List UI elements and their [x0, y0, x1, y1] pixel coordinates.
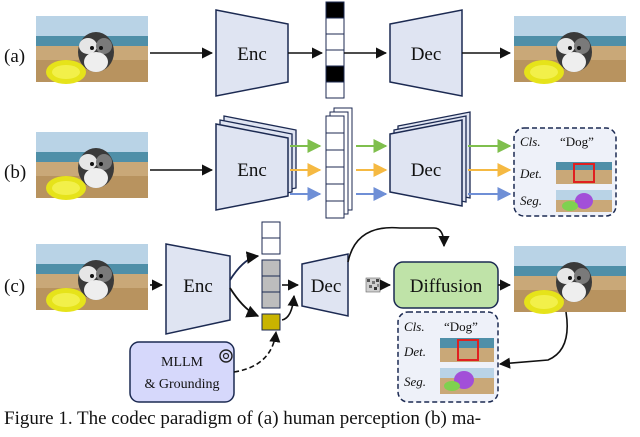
openai-icon [219, 349, 233, 363]
decoder-label-b: Dec [411, 160, 442, 181]
task-dog-label-b: “Dog” [560, 134, 594, 149]
grounding-label: & Grounding [144, 377, 219, 392]
figure-caption: Figure 1. The codec paradigm of (a) huma… [4, 408, 482, 429]
row-b [36, 107, 617, 219]
arrow-c-enc-up [229, 251, 260, 281]
row-a [36, 1, 626, 99]
task-cls-label-c: Cls. [404, 319, 425, 334]
task-seg-label-c: Seg. [404, 374, 426, 389]
output-image-c [514, 246, 626, 314]
noise-icon [365, 277, 381, 293]
task-dog-label-c: “Dog” [444, 319, 478, 334]
encoder-label-b: Enc [237, 160, 267, 181]
output-image-a [514, 16, 626, 84]
encoder-label-a: Enc [237, 44, 267, 65]
encoder-c [165, 243, 231, 335]
row-label-b: (b) [4, 162, 26, 183]
task-det-label-c: Det. [403, 344, 426, 359]
decoder-label-c: Dec [311, 276, 342, 297]
input-image-c [36, 244, 148, 312]
task-seg-label-b: Seg. [520, 193, 542, 208]
arrow-c-yellow [281, 294, 299, 321]
det-box-c [457, 339, 479, 361]
decoder-label-a: Dec [411, 44, 442, 65]
task-cls-label-b: Cls. [520, 134, 541, 149]
decoder-b [389, 111, 471, 207]
task-panel-b [513, 127, 617, 217]
det-box-b [573, 163, 595, 183]
token-stack-b [325, 107, 353, 219]
decoder-c [301, 253, 349, 317]
mllm-label: MLLM [161, 355, 204, 370]
input-image-b [36, 132, 148, 200]
row-label-a: (a) [4, 46, 25, 67]
arrow-c-enc-down [229, 287, 260, 318]
encoder-b [215, 115, 297, 211]
diffusion-label: Diffusion [410, 276, 483, 297]
arrow-c-to-tasks [498, 311, 568, 369]
input-image-a [36, 16, 148, 84]
mllm-block [129, 341, 235, 403]
token-stack-a [325, 1, 345, 99]
decoder-a [389, 9, 463, 97]
task-det-label-b: Det. [519, 166, 542, 181]
task-panel-c [397, 311, 499, 403]
token-stack-c [261, 221, 281, 331]
encoder-a [215, 9, 289, 97]
arrow-c-dec-to-diffusion [347, 226, 450, 263]
encoder-label-c: Enc [183, 276, 213, 297]
row-label-c: (c) [4, 276, 25, 297]
row-c [36, 221, 626, 403]
arrow-c-mllm [233, 330, 281, 373]
